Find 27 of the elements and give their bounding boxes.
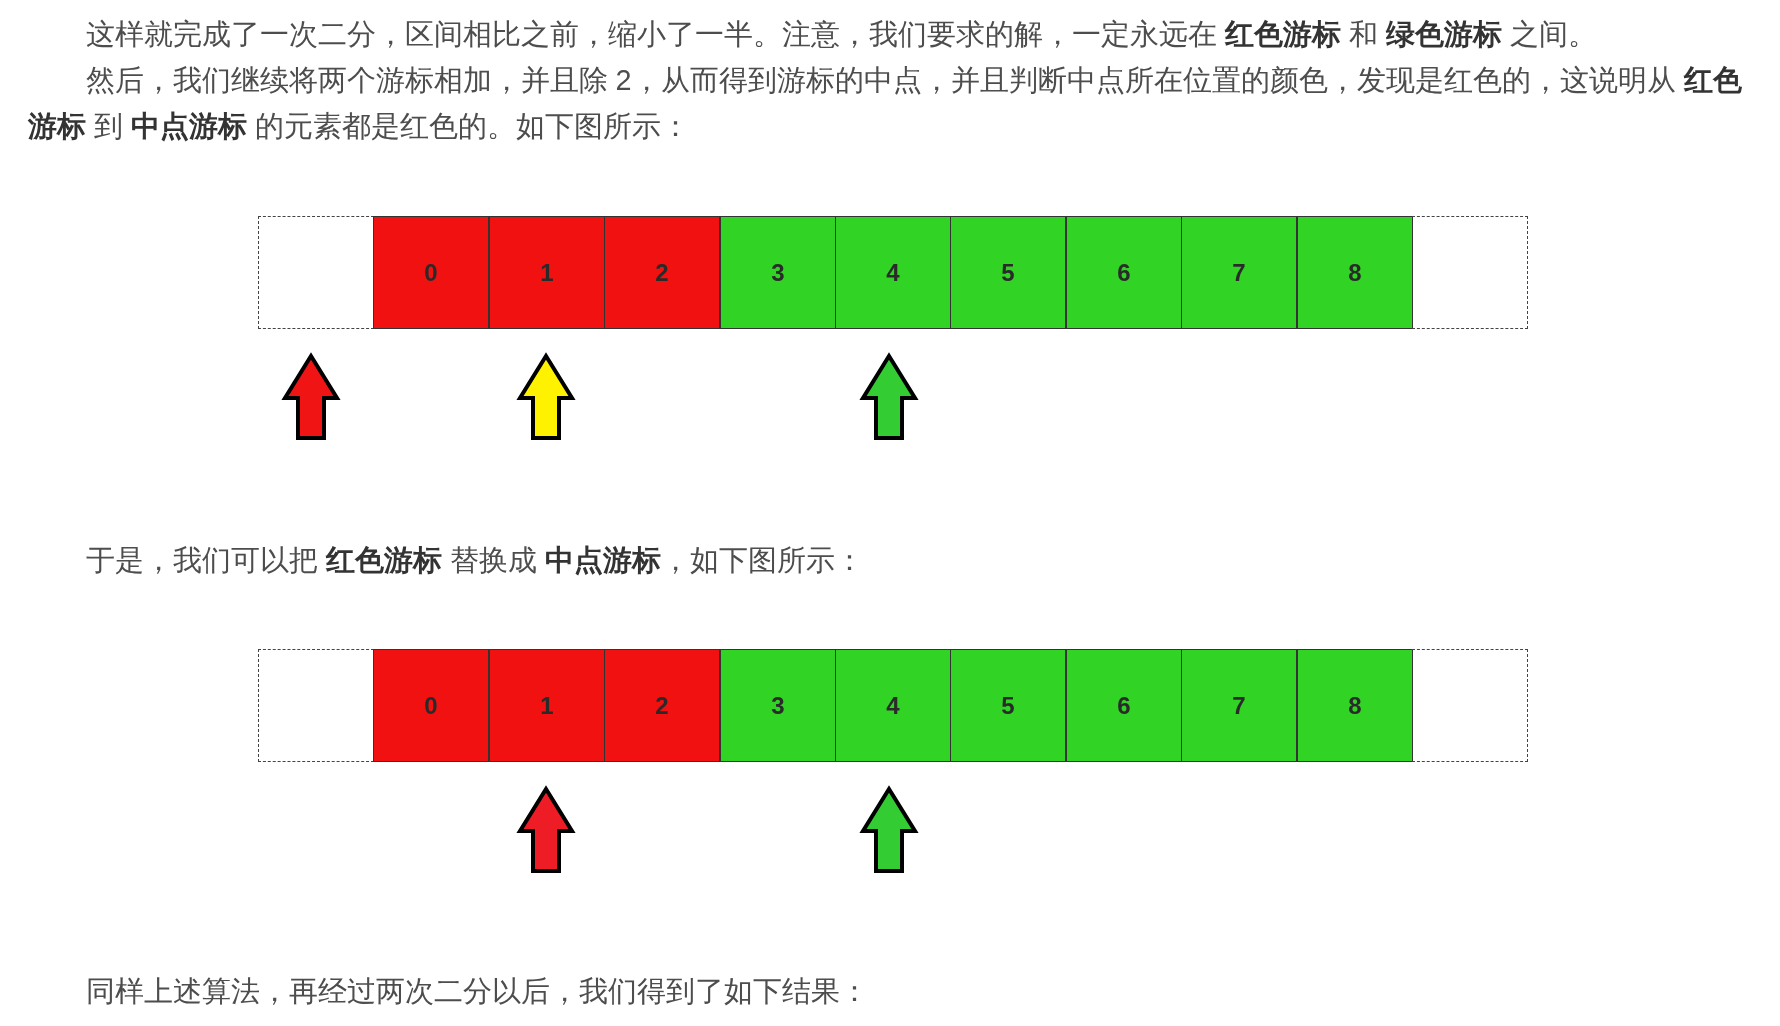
array-cell: 5	[950, 649, 1066, 762]
array-cell: 3	[720, 649, 836, 762]
array-cell: 4	[835, 649, 951, 762]
up-arrow-icon	[283, 354, 339, 440]
array-cell: 2	[604, 649, 720, 762]
up-arrow-icon	[518, 354, 574, 440]
paragraph: 于是，我们可以把 红色游标 替换成 中点游标，如下图所示：	[84, 543, 865, 578]
up-arrow-icon	[518, 787, 574, 873]
array-cell: 7	[1181, 649, 1297, 762]
array-cell: 1	[489, 649, 605, 762]
array-cell: 8	[1297, 216, 1413, 329]
array-cell: 7	[1181, 216, 1297, 329]
array-cell: 2	[604, 216, 720, 329]
array-cell: 8	[1297, 649, 1413, 762]
array-cell: 3	[720, 216, 836, 329]
array-cell: 1	[489, 216, 605, 329]
array-cell: 0	[373, 216, 489, 329]
paragraph: 然后，我们继续将两个游标相加，并且除 2，从而得到游标的中点，并且判断中点所在位置的颜色，发现是红色的，这说明从 红色游标 到 中点游标 的元素都是红色的。如下图所示：	[28, 63, 1743, 144]
array-cell: 6	[1066, 216, 1182, 329]
up-arrow-icon	[861, 354, 917, 440]
array-cell: 0	[373, 649, 489, 762]
paragraph: 这样就完成了一次二分，区间相比之前，缩小了一半。注意，我们要求的解，一定永远在 红色游标 和 绿色游标 之间。	[84, 17, 1598, 52]
array-cell: 6	[1066, 649, 1182, 762]
array-cell: 5	[950, 216, 1066, 329]
up-arrow-icon	[861, 787, 917, 873]
array-cell: 4	[835, 216, 951, 329]
paragraph: 同样上述算法，再经过两次二分以后，我们得到了如下结果：	[84, 974, 870, 1009]
